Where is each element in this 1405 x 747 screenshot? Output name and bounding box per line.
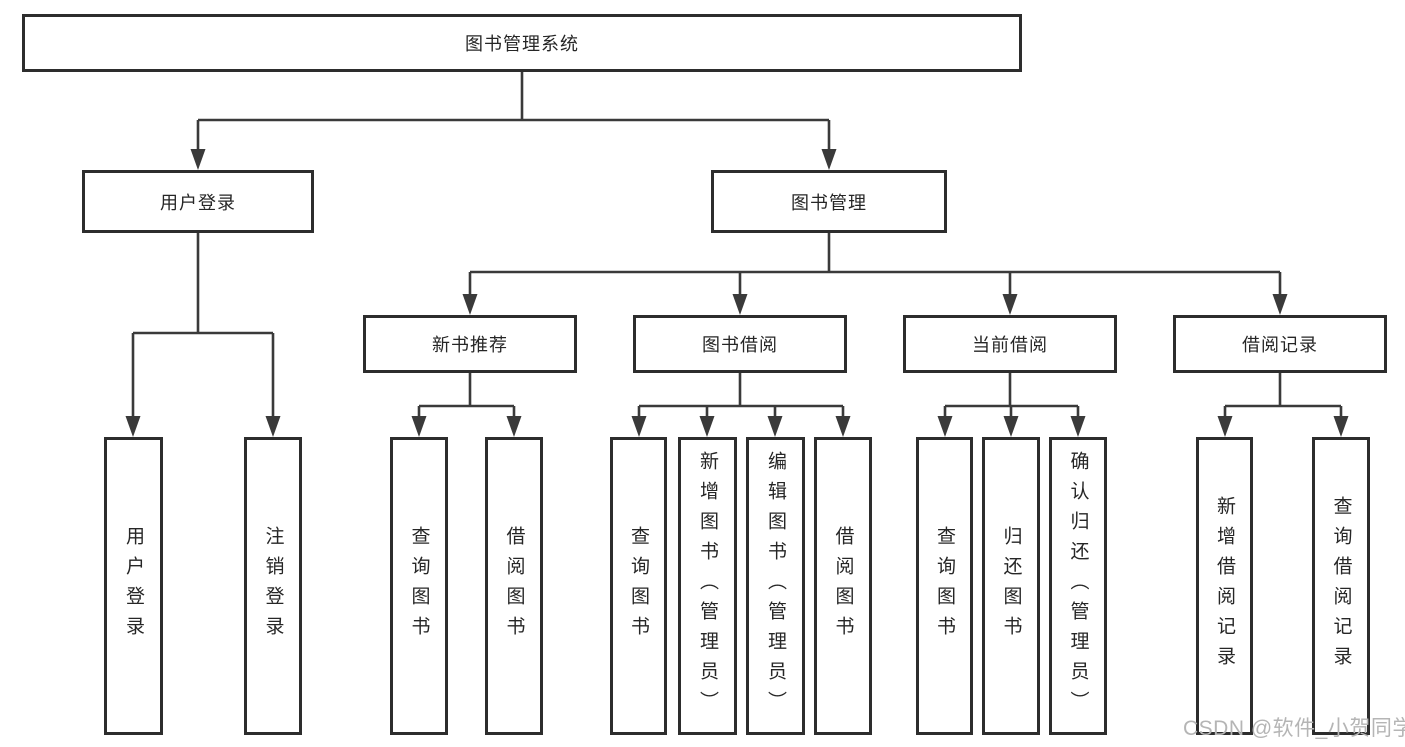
node-add-borrow-record-label: 新增借阅记录 xyxy=(1214,496,1235,676)
node-borrowing-records: 借阅记录 xyxy=(1173,315,1387,373)
node-add-book-admin: 新增图书（管理员） xyxy=(678,437,737,735)
node-add-borrow-record: 新增借阅记录 xyxy=(1196,437,1253,735)
node-query-borrow-record-label: 查询借阅记录 xyxy=(1330,496,1352,676)
node-book-management: 图书管理 xyxy=(711,170,947,233)
node-edit-book-admin-label: 编辑图书（管理员） xyxy=(765,451,786,721)
node-user-login-action: 用户登录 xyxy=(104,437,163,735)
arrowhead-icon xyxy=(631,416,647,437)
node-user-login: 用户登录 xyxy=(82,170,314,233)
node-query-books-borrow: 查询图书 xyxy=(610,437,667,735)
arrowhead-icon xyxy=(1272,294,1288,315)
node-confirm-return-admin: 确认归还（管理员） xyxy=(1049,437,1107,735)
arrowhead-icon xyxy=(1333,416,1349,437)
arrowhead-icon xyxy=(1217,416,1233,437)
arrowhead-icon xyxy=(1002,294,1018,315)
node-borrowing-records-label: 借阅记录 xyxy=(1242,335,1318,355)
node-query-books-recommend-label: 查询图书 xyxy=(408,526,430,646)
arrowhead-icon xyxy=(937,416,953,437)
node-new-book-recommend: 新书推荐 xyxy=(363,315,577,373)
node-borrow-books-recommend: 借阅图书 xyxy=(485,437,543,735)
node-book-borrowing-label: 图书借阅 xyxy=(702,335,778,355)
arrowhead-icon xyxy=(462,294,478,315)
arrowhead-icon xyxy=(190,149,206,170)
arrowhead-icon xyxy=(1003,416,1019,437)
node-current-borrowing-label: 当前借阅 xyxy=(972,335,1048,355)
arrowhead-icon xyxy=(767,416,783,437)
node-logout-action-label: 注销登录 xyxy=(262,526,284,646)
arrowhead-icon xyxy=(125,416,141,437)
node-query-borrow-record: 查询借阅记录 xyxy=(1312,437,1370,735)
node-query-books-borrow-label: 查询图书 xyxy=(628,526,649,646)
node-user-login-action-label: 用户登录 xyxy=(123,526,144,646)
node-book-borrowing: 图书借阅 xyxy=(633,315,847,373)
arrowhead-icon xyxy=(699,416,715,437)
node-root: 图书管理系统 xyxy=(22,14,1022,72)
arrowhead-icon xyxy=(732,294,748,315)
arrowhead-icon xyxy=(506,416,522,437)
arrowhead-icon xyxy=(265,416,281,437)
node-borrow-books-borrow-label: 借阅图书 xyxy=(832,526,854,646)
node-borrow-books-borrow: 借阅图书 xyxy=(814,437,872,735)
node-borrow-books-recommend-label: 借阅图书 xyxy=(503,526,525,646)
node-query-books-current: 查询图书 xyxy=(916,437,973,735)
node-logout-action: 注销登录 xyxy=(244,437,302,735)
arrowhead-icon xyxy=(821,149,837,170)
node-edit-book-admin: 编辑图书（管理员） xyxy=(746,437,805,735)
node-new-book-recommend-label: 新书推荐 xyxy=(432,335,508,355)
arrowhead-icon xyxy=(835,416,851,437)
node-return-books: 归还图书 xyxy=(982,437,1040,735)
arrowhead-icon xyxy=(411,416,427,437)
node-query-books-recommend: 查询图书 xyxy=(390,437,448,735)
node-return-books-label: 归还图书 xyxy=(1000,526,1022,646)
watermark: CSDN @软件_小贺同学 xyxy=(1183,717,1405,740)
arrowhead-icon xyxy=(1070,416,1086,437)
node-user-login-label: 用户登录 xyxy=(160,192,236,213)
node-add-book-admin-label: 新增图书（管理员） xyxy=(697,451,718,721)
node-query-books-current-label: 查询图书 xyxy=(934,526,955,646)
node-book-management-label: 图书管理 xyxy=(791,192,867,213)
node-current-borrowing: 当前借阅 xyxy=(903,315,1117,373)
node-confirm-return-admin-label: 确认归还（管理员） xyxy=(1067,451,1089,721)
node-root-label: 图书管理系统 xyxy=(465,34,579,54)
